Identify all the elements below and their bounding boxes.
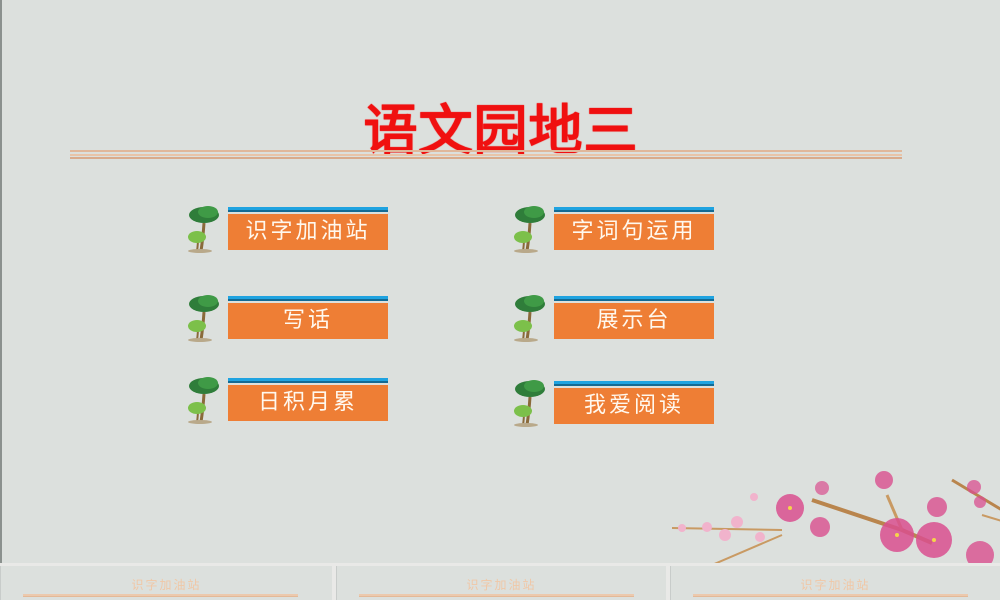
menu-item-xiehua[interactable]: 写话 [186,292,396,342]
menu-label: 展示台 [554,303,714,339]
thumbnail-title: 识字加油站 [131,578,202,592]
thumbnail-title: 识字加油站 [466,578,537,592]
title-divider [70,150,902,159]
plum-blossom-icon [671,471,1000,563]
menu-item-zhanshitai[interactable]: 展示台 [512,292,722,342]
menu-label: 识字加油站 [228,214,388,250]
palm-tree-icon [514,295,545,342]
palm-tree-icon [514,380,545,427]
slide-canvas: 语文园地三 识字加油站 字词句运用 [0,0,1000,563]
slide-thumbnail[interactable]: 识字加油站 [336,566,666,600]
thumbnail-title: 识字加油站 [800,578,871,592]
menu-item-woaiyuedu[interactable]: 我爱阅读 [512,377,722,427]
slide-thumbnail[interactable]: 识字加油站 [670,566,1000,600]
menu-item-shizi-jiayouzhan[interactable]: 识字加油站 [186,203,396,253]
menu-label: 字词句运用 [554,214,714,250]
menu-item-zici-juyunyong[interactable]: 字词句运用 [512,203,722,253]
palm-tree-icon [188,377,219,424]
slide-thumbnail-strip: 识字加油站 识字加油站 识字加油站 [0,566,1000,600]
menu-label: 我爱阅读 [554,388,714,424]
thumbnail-divider [359,594,634,597]
palm-tree-icon [514,206,545,253]
menu-label: 日积月累 [228,385,388,421]
palm-tree-icon [188,295,219,342]
menu-item-rijiyuelei[interactable]: 日积月累 [186,374,396,424]
menu-label: 写话 [228,303,388,339]
slide-thumbnail[interactable]: 识字加油站 [0,566,332,600]
thumbnail-divider [23,594,298,597]
palm-tree-icon [188,206,219,253]
thumbnail-divider [693,594,968,597]
